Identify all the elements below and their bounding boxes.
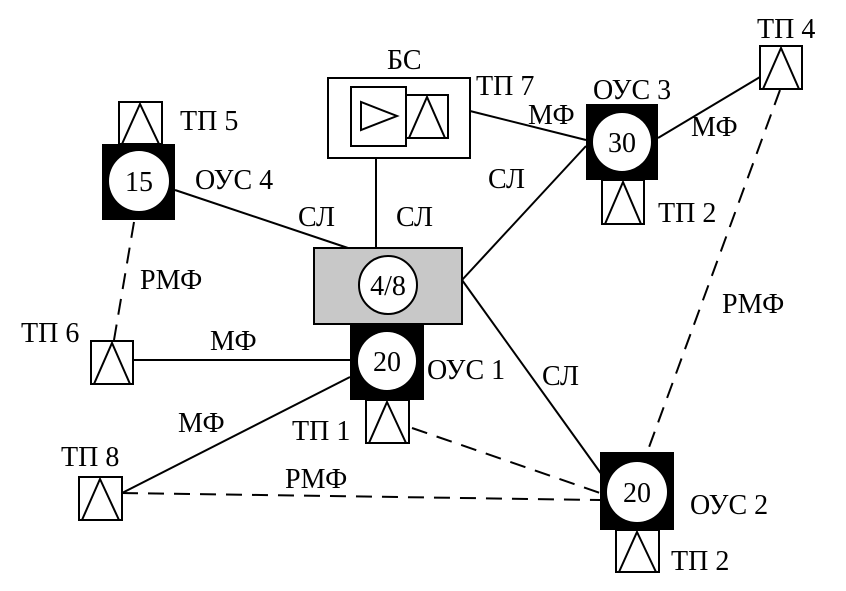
ous4-label: ОУС 4 <box>195 165 273 196</box>
link-center-ous3 <box>461 145 587 281</box>
node-ous3 <box>586 104 658 180</box>
ous1-label: ОУС 1 <box>427 355 505 386</box>
tp2-ous3-label: ТП 2 <box>658 198 716 229</box>
ous3-label: ОУС 3 <box>593 75 671 106</box>
central-exchange <box>313 247 463 325</box>
rmf-ous4-tp6 <box>113 221 135 341</box>
link-label-mf-tp6: МФ <box>210 326 257 357</box>
tp7-label: ТП 7 <box>476 71 534 102</box>
ous1-value: 20 <box>373 347 401 378</box>
ous4-value: 15 <box>125 167 153 198</box>
node-ous4 <box>102 144 175 220</box>
triangle-icon <box>365 399 410 444</box>
link-tp7-ous3 <box>469 110 587 141</box>
link-ous4-center <box>174 189 349 249</box>
ous2-label: ОУС 2 <box>690 490 768 521</box>
link-label-rmf-tp4-ous2: РМФ <box>722 289 784 320</box>
bs-label: БС <box>387 45 422 76</box>
rmf-tp1-ous2 <box>411 427 601 494</box>
link-label-rmf-tp8-ous2: РМФ <box>285 464 347 495</box>
link-ous3-tp4 <box>657 76 761 139</box>
node-ous1 <box>350 324 424 400</box>
link-label-sl-ous4: СЛ <box>298 202 335 233</box>
tp1-label: ТП 1 <box>292 416 350 447</box>
link-label-sl-bs: СЛ <box>396 202 433 233</box>
tp4-label: ТП 4 <box>757 14 815 45</box>
triangle-icon <box>601 179 645 225</box>
triangle-icon <box>118 101 163 145</box>
link-label-sl-ous2: СЛ <box>542 361 579 392</box>
rmf-tp8-ous2 <box>121 492 601 501</box>
triangle-icon <box>90 340 134 385</box>
triangle-icon <box>615 529 660 573</box>
tp8-label: ТП 8 <box>61 442 119 473</box>
tp5-label: ТП 5 <box>180 106 238 137</box>
link-tp8-ous1 <box>121 376 351 494</box>
link-label-rmf-tp5-tp6: РМФ <box>140 265 202 296</box>
tp2-ous2-label: ТП 2 <box>671 546 729 577</box>
link-label-mf-tp7: МФ <box>528 100 575 131</box>
center-value: 4/8 <box>370 271 406 302</box>
link-label-mf-tp4: МФ <box>691 112 738 143</box>
link-label-mf-tp8: МФ <box>178 408 225 439</box>
base-station <box>327 77 471 159</box>
link-label-sl-ous3: СЛ <box>488 164 525 195</box>
link-center-ous2 <box>461 279 611 487</box>
rmf-tp4-ous2 <box>647 89 781 451</box>
node-ous2 <box>600 452 674 530</box>
ous3-value: 30 <box>608 128 636 159</box>
triangle-icon <box>78 476 123 521</box>
ous2-value: 20 <box>623 478 651 509</box>
tp6-label: ТП 6 <box>21 318 79 349</box>
triangle-icon <box>759 45 803 90</box>
